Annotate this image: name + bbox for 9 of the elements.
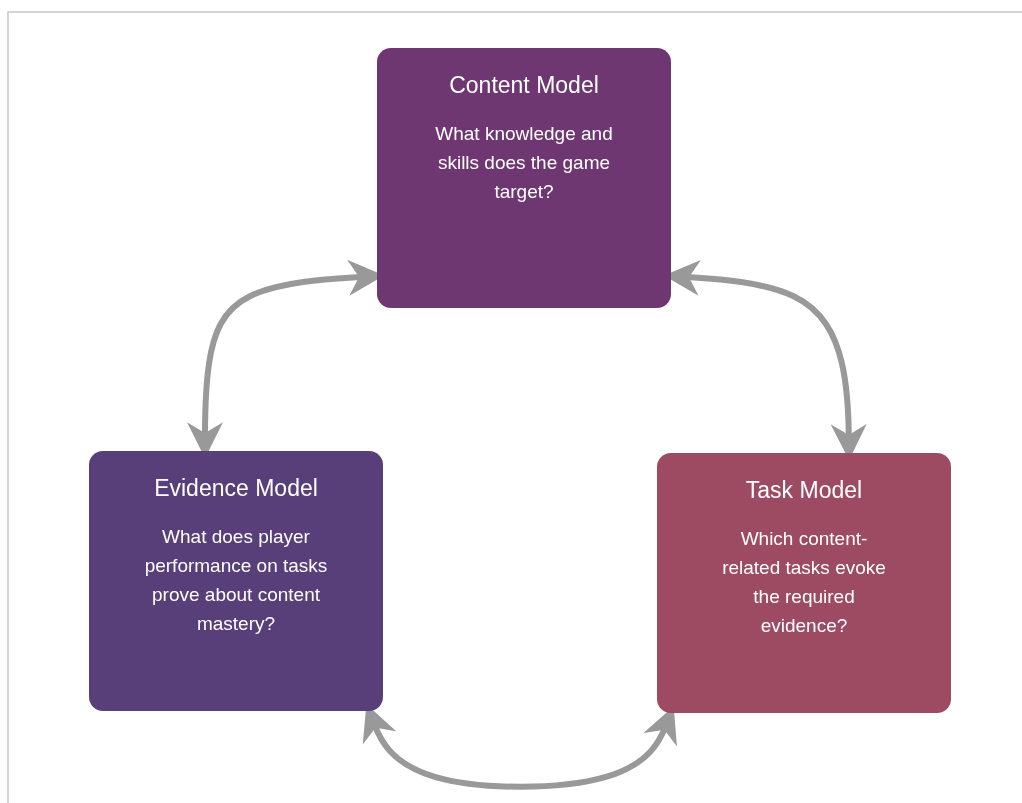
model-box [89, 451, 383, 711]
box-title: Content Model [448, 72, 600, 99]
box-title: Task Model [744, 477, 864, 504]
box-title: Evidence Model [153, 475, 319, 502]
model-box [657, 453, 951, 713]
model-box [377, 48, 671, 308]
box-question: What does player performance on tasks prove about content mastery? [143, 525, 329, 636]
box-question: Which content-related tasks evoke the required evidence? [721, 527, 887, 638]
box-question: What knowledge and skills does the game target? [434, 122, 614, 204]
